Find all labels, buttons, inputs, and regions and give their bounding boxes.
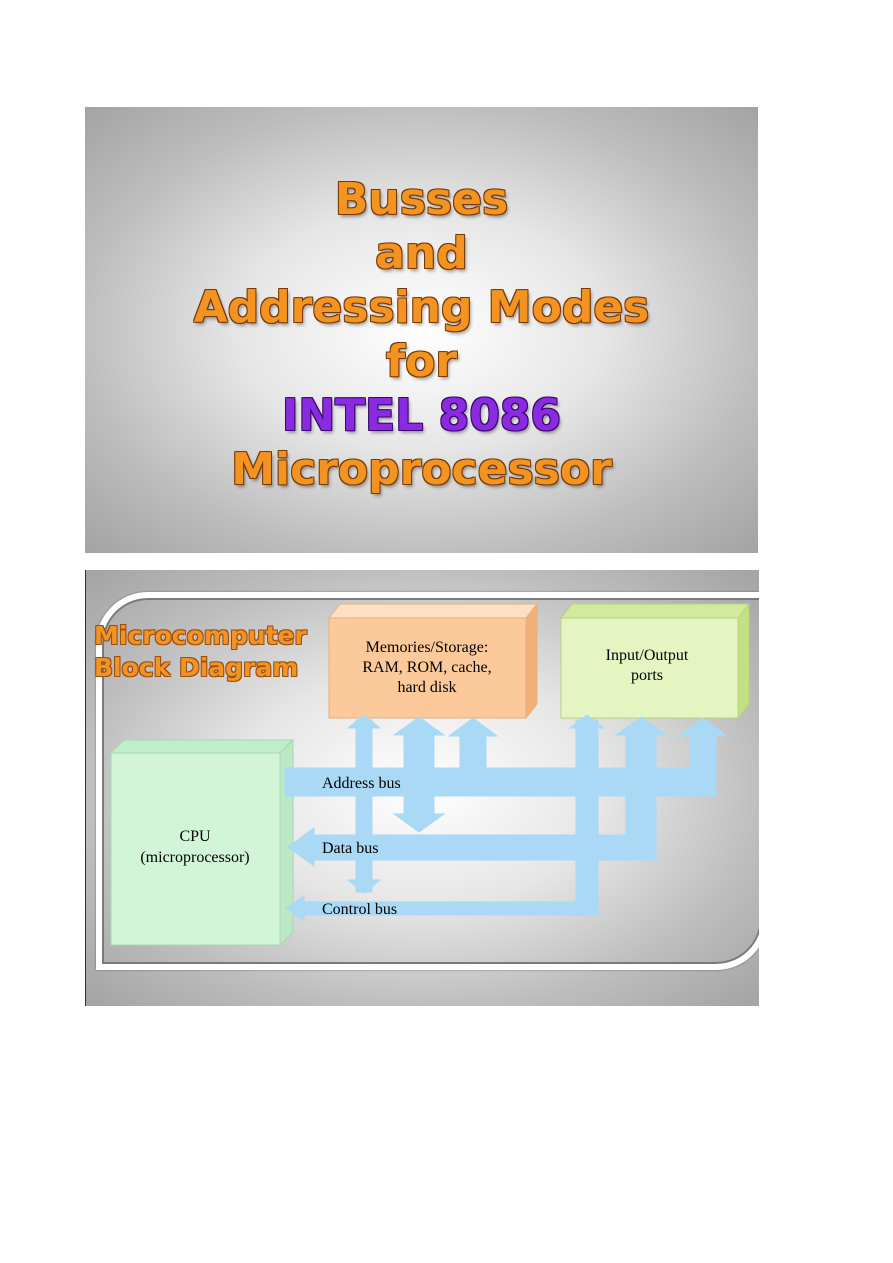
- title-line-for: for: [385, 336, 458, 387]
- title-line-intel-8086: INTEL 8086: [281, 390, 562, 441]
- cpu-box: CPU (microprocessor): [109, 738, 295, 947]
- memory-box-line1: Memories/Storage:: [366, 639, 489, 656]
- io-box-line1: Input/Output: [606, 647, 689, 664]
- memory-box: Memories/Storage: RAM, ROM, cache, hard …: [327, 602, 539, 720]
- address-bus: [284, 717, 729, 797]
- block-diagram: Memories/Storage: RAM, ROM, cache, hard …: [109, 602, 751, 947]
- diagram-title-line2: Block Diagram: [94, 653, 299, 682]
- diagram-title-line1: Microcomputer: [94, 621, 307, 650]
- slide-title: Busses and Addressing Modes for INTEL 80…: [85, 173, 758, 497]
- io-box: Input/Output ports: [559, 602, 751, 720]
- title-line-microprocessor: Microprocessor: [231, 444, 612, 495]
- diagram-frame: [96, 592, 759, 970]
- title-line-addressing-modes: Addressing Modes: [193, 282, 650, 333]
- title-slide: Busses and Addressing Modes for INTEL 80…: [85, 107, 758, 553]
- data-bus-label: Data bus: [322, 840, 378, 857]
- title-line-busses: Busses: [334, 174, 509, 225]
- diagram-title: Microcomputer Block Diagram: [94, 620, 307, 684]
- block-diagram-slide: Memories/Storage: RAM, ROM, cache, hard …: [85, 570, 759, 1006]
- cpu-box-line1: CPU: [179, 828, 211, 845]
- control-bus: [285, 714, 606, 922]
- cpu-box-line2: (microprocessor): [140, 849, 249, 866]
- memory-box-line2: RAM, ROM, cache,: [362, 659, 491, 676]
- data-bus: [287, 716, 668, 867]
- title-line-and: and: [375, 228, 468, 279]
- address-bus-bar: [284, 767, 717, 797]
- memory-box-line3: hard disk: [397, 679, 456, 696]
- address-bus-label: Address bus: [322, 775, 401, 792]
- control-bus-label: Control bus: [322, 901, 397, 918]
- io-box-line2: ports: [631, 667, 663, 684]
